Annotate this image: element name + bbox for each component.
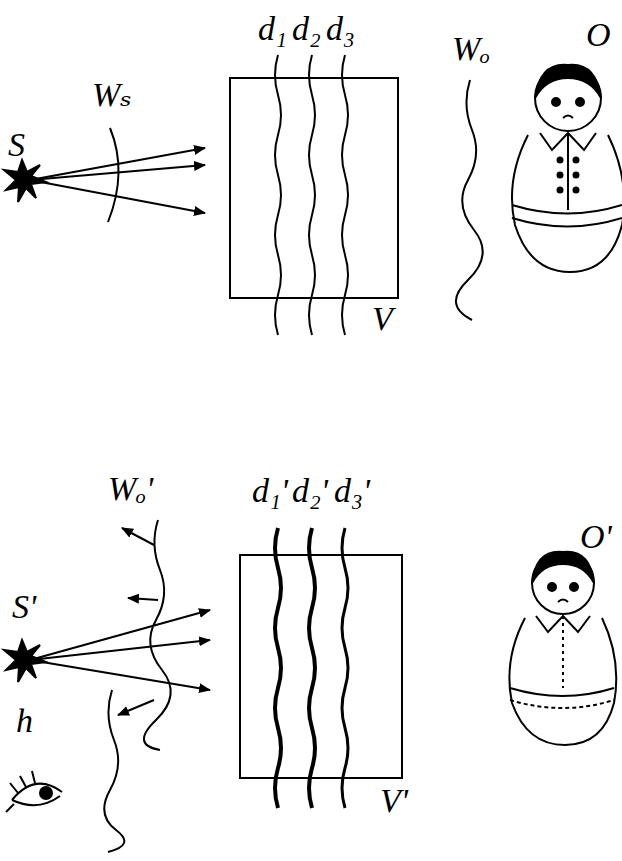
label: S' bbox=[12, 590, 36, 624]
label: V' bbox=[380, 784, 408, 818]
label: S bbox=[8, 128, 25, 162]
label: Wₒ bbox=[452, 32, 490, 66]
label: d₃ bbox=[326, 12, 355, 46]
label: d₂ bbox=[292, 12, 321, 46]
label: d₂' bbox=[292, 474, 328, 508]
label: d₁ bbox=[258, 12, 287, 46]
label: Wₛ bbox=[92, 78, 132, 112]
label: O bbox=[586, 18, 611, 52]
label: V bbox=[372, 302, 393, 336]
label: O' bbox=[580, 520, 612, 554]
label: d₃' bbox=[334, 474, 370, 508]
label: Wₒ' bbox=[108, 472, 153, 506]
label: d₁' bbox=[252, 474, 288, 508]
label: h bbox=[16, 704, 33, 738]
